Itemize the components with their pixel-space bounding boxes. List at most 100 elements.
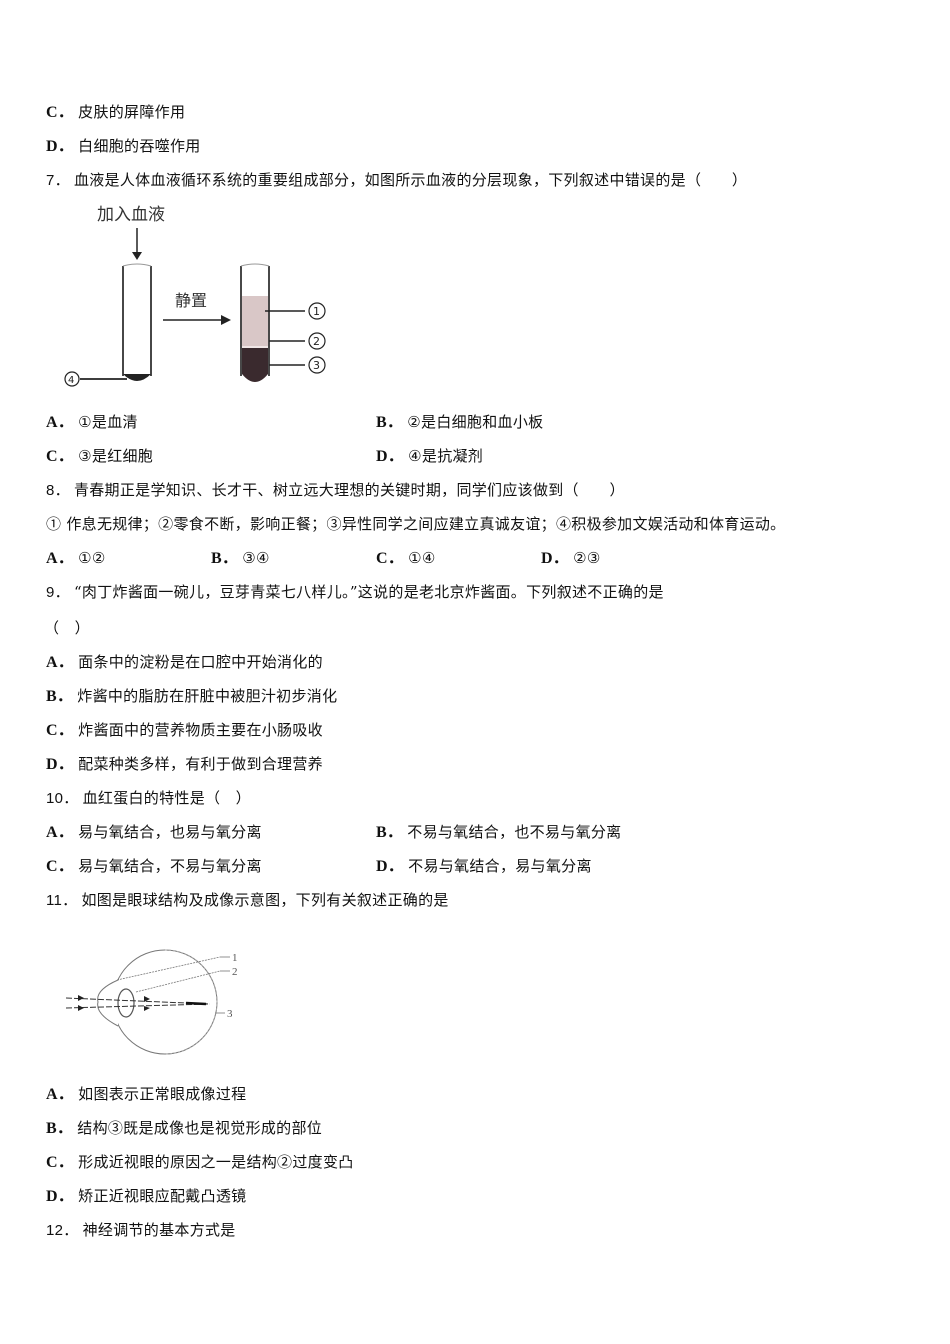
option-label: C． bbox=[46, 448, 75, 465]
question-number: 10． bbox=[46, 790, 79, 807]
option-text: 不易与氧结合，也不易与氧分离 bbox=[407, 823, 622, 841]
add-blood-label: 加入血液 bbox=[97, 205, 165, 225]
q11-stem: 11．如图是眼球结构及成像示意图，下列有关叙述正确的是 bbox=[46, 890, 449, 911]
option-label: C． bbox=[46, 722, 75, 739]
callout-1: 1 bbox=[232, 952, 238, 964]
option-text: ①② bbox=[78, 549, 106, 567]
question-number: 9． bbox=[46, 584, 70, 601]
option-label: D． bbox=[541, 550, 570, 567]
option-label: C． bbox=[46, 858, 75, 875]
q9-stem: 9．“肉丁炸酱面一碗儿，豆芽青菜七八样儿。”这说的是老北京炸酱面。下列叙述不正确… bbox=[46, 582, 664, 603]
blood-layering-figure: 加入血液 4 静置 1 2 3 bbox=[55, 198, 345, 393]
q10-option-b: B．不易与氧结合，也不易与氧分离 bbox=[376, 822, 621, 843]
q10-stem: 10．血红蛋白的特性是（ ） bbox=[46, 788, 251, 809]
q8-option-d: D．②③ bbox=[541, 548, 601, 569]
option-label: D． bbox=[376, 448, 405, 465]
svg-text:4: 4 bbox=[68, 375, 74, 386]
q10-option-d: D．不易与氧结合，易与氧分离 bbox=[376, 856, 592, 877]
option-text: 结构③既是成像也是视觉形成的部位 bbox=[77, 1119, 323, 1137]
option-label: C． bbox=[46, 104, 75, 121]
option-text: 如图表示正常眼成像过程 bbox=[78, 1085, 247, 1103]
rest-label: 静置 bbox=[175, 291, 207, 310]
eyeball-diagram: 1 2 3 bbox=[65, 949, 238, 1055]
option-text: 炸酱面中的营养物质主要在小肠吸收 bbox=[78, 721, 323, 739]
option-label: C． bbox=[46, 1154, 75, 1171]
svg-text:3: 3 bbox=[313, 359, 320, 372]
option-text: 不易与氧结合，易与氧分离 bbox=[408, 857, 592, 875]
option-label: D． bbox=[376, 858, 405, 875]
option-label: A． bbox=[46, 824, 75, 841]
option-text: 易与氧结合，不易与氧分离 bbox=[78, 857, 262, 875]
q8-option-b: B．③④ bbox=[211, 548, 270, 569]
option-label: D． bbox=[46, 756, 75, 773]
option-text: 皮肤的屏障作用 bbox=[78, 103, 186, 121]
option-text: 面条中的淀粉是在口腔中开始消化的 bbox=[78, 653, 323, 671]
question-text: 如图是眼球结构及成像示意图，下列有关叙述正确的是 bbox=[81, 891, 449, 909]
q11-option-c: C．形成近视眼的原因之一是结构②过度变凸 bbox=[46, 1152, 354, 1173]
q12-stem: 12．神经调节的基本方式是 bbox=[46, 1220, 236, 1241]
option-text: 白细胞的吞噬作用 bbox=[78, 137, 201, 155]
option-text: ③是红细胞 bbox=[78, 447, 154, 465]
option-text: ④是抗凝剂 bbox=[408, 447, 484, 465]
q7-option-c: C．③是红细胞 bbox=[46, 446, 153, 467]
option-text: ②③ bbox=[573, 549, 601, 567]
option-text: 配菜种类多样，有利于做到合理营养 bbox=[78, 755, 323, 773]
answer-blank: （ ） bbox=[44, 619, 90, 637]
option-label: B． bbox=[376, 824, 404, 841]
svg-text:1: 1 bbox=[313, 305, 320, 318]
option-label: C． bbox=[376, 550, 405, 567]
q11-option-b: B．结构③既是成像也是视觉形成的部位 bbox=[46, 1118, 322, 1139]
q8-option-a: A．①② bbox=[46, 548, 106, 569]
question-text: “肉丁炸酱面一碗儿，豆芽青菜七八样儿。”这说的是老北京炸酱面。下列叙述不正确的是 bbox=[73, 583, 664, 601]
option-label: B． bbox=[46, 688, 74, 705]
option-text: ③④ bbox=[242, 549, 270, 567]
test-tube-diagram: 加入血液 4 静置 1 2 3 bbox=[64, 205, 326, 387]
question-text: 血液是人体血液循环系统的重要组成部分，如图所示血液的分层现象，下列叙述中错误的是… bbox=[73, 171, 748, 189]
eyeball-figure: 1 2 3 bbox=[60, 940, 250, 1058]
q9-option-a: A．面条中的淀粉是在口腔中开始消化的 bbox=[46, 652, 323, 673]
q10-option-a: A．易与氧结合，也易与氧分离 bbox=[46, 822, 262, 843]
option-text: 易与氧结合，也易与氧分离 bbox=[78, 823, 262, 841]
q7-option-a: A．①是血清 bbox=[46, 412, 138, 433]
statements-text: ① 作息无规律；②零食不断，影响正餐；③异性同学之间应建立真诚友谊；④积极参加文… bbox=[46, 515, 786, 533]
option-label: B． bbox=[211, 550, 239, 567]
svg-text:2: 2 bbox=[313, 335, 320, 348]
question-text: 神经调节的基本方式是 bbox=[82, 1221, 236, 1239]
q10-option-c: C．易与氧结合，不易与氧分离 bbox=[46, 856, 262, 877]
q7-option-d: D．④是抗凝剂 bbox=[376, 446, 483, 467]
q9-option-d: D．配菜种类多样，有利于做到合理营养 bbox=[46, 754, 323, 775]
q9-option-c: C．炸酱面中的营养物质主要在小肠吸收 bbox=[46, 720, 323, 741]
option-text: 矫正近视眼应配戴凸透镜 bbox=[78, 1187, 247, 1205]
callout-3: 3 bbox=[227, 1008, 233, 1020]
option-label: A． bbox=[46, 550, 75, 567]
option-text: ②是白细胞和血小板 bbox=[407, 413, 544, 431]
q8-stem: 8．青春期正是学知识、长才干、树立远大理想的关键时期，同学们应该做到（ ） bbox=[46, 480, 625, 501]
question-text: 血红蛋白的特性是（ ） bbox=[82, 789, 251, 807]
option-text: ①④ bbox=[408, 549, 436, 567]
option-label: D． bbox=[46, 138, 75, 155]
q11-option-d: D．矫正近视眼应配戴凸透镜 bbox=[46, 1186, 246, 1207]
option-label: B． bbox=[46, 1120, 74, 1137]
option-label: B． bbox=[376, 414, 404, 431]
question-number: 12． bbox=[46, 1222, 79, 1239]
q6-option-c: C．皮肤的屏障作用 bbox=[46, 102, 185, 123]
q8-statements: ① 作息无规律；②零食不断，影响正餐；③异性同学之间应建立真诚友谊；④积极参加文… bbox=[46, 514, 785, 534]
q9-option-b: B．炸酱中的脂肪在肝脏中被胆汁初步消化 bbox=[46, 686, 337, 707]
q8-option-c: C．①④ bbox=[376, 548, 436, 569]
option-label: A． bbox=[46, 414, 75, 431]
option-text: ①是血清 bbox=[78, 413, 138, 431]
q9-answer-blank: （ ） bbox=[44, 618, 90, 638]
option-text: 形成近视眼的原因之一是结构②过度变凸 bbox=[78, 1153, 354, 1171]
q6-option-d: D．白细胞的吞噬作用 bbox=[46, 136, 201, 157]
option-label: A． bbox=[46, 1086, 75, 1103]
question-number: 8． bbox=[46, 482, 70, 499]
option-label: A． bbox=[46, 654, 75, 671]
option-text: 炸酱中的脂肪在肝脏中被胆汁初步消化 bbox=[77, 687, 338, 705]
question-number: 7． bbox=[46, 172, 70, 189]
question-text: 青春期正是学知识、长才干、树立远大理想的关键时期，同学们应该做到（ ） bbox=[73, 481, 625, 499]
question-number: 11． bbox=[46, 892, 78, 909]
option-label: D． bbox=[46, 1188, 75, 1205]
q7-stem: 7．血液是人体血液循环系统的重要组成部分，如图所示血液的分层现象，下列叙述中错误… bbox=[46, 170, 747, 191]
callout-2: 2 bbox=[232, 966, 238, 978]
q7-option-b: B．②是白细胞和血小板 bbox=[376, 412, 543, 433]
